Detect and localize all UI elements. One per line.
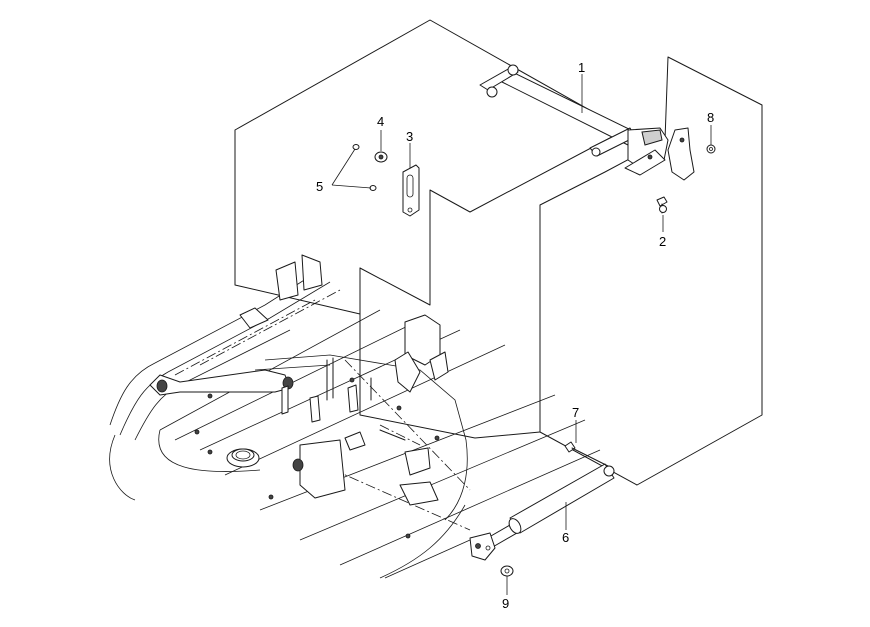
- detail-frame-upper: [234, 19, 626, 315]
- link-plate-part-3: [402, 164, 420, 217]
- deck-mount-bracket: [469, 532, 496, 561]
- callout-7: 7: [572, 405, 579, 420]
- washer-part-4: [374, 151, 388, 163]
- callout-2: 2: [659, 234, 666, 249]
- gas-spring-part-6: [483, 463, 615, 549]
- nut-part-8: [706, 144, 716, 154]
- callout-8: 8: [707, 110, 714, 125]
- nut-part-9: [500, 565, 514, 577]
- callout-3: 3: [406, 129, 413, 144]
- callout-4: 4: [377, 114, 384, 129]
- callout-5: 5: [316, 179, 323, 194]
- callout-1: 1: [578, 60, 585, 75]
- callout-labels: 1 2 3 4 5 6 7 8 9: [316, 60, 714, 611]
- detail-frame-right: [539, 56, 763, 486]
- lift-shaft-assembly: [479, 64, 695, 181]
- callout-6: 6: [562, 530, 569, 545]
- mower-frame: [109, 254, 601, 579]
- callout-9: 9: [502, 596, 509, 611]
- detail-frame-middle: [359, 267, 541, 439]
- leader-lines: [331, 74, 712, 595]
- bolt-part-2: [656, 196, 668, 214]
- clip-part-5: [352, 144, 377, 191]
- bolt-part-7: [564, 441, 609, 467]
